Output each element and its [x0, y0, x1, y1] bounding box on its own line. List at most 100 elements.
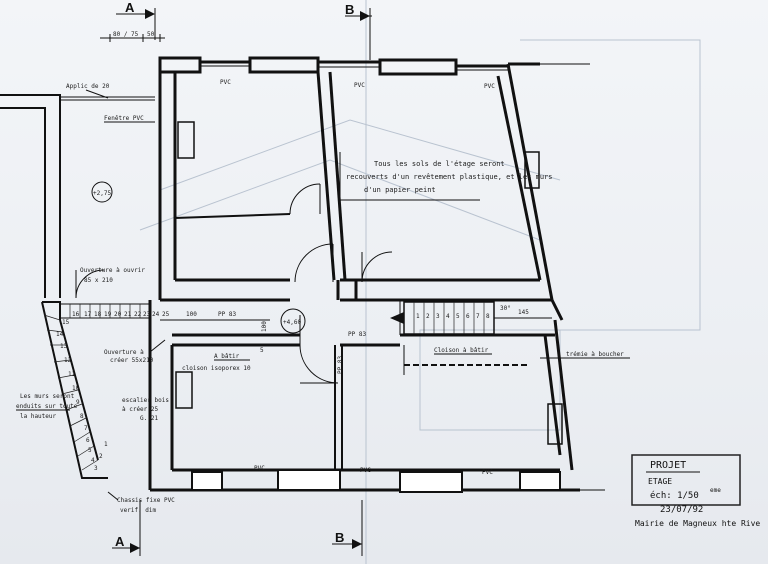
stair-left-step-13: 13	[60, 343, 68, 350]
title-scale: éch: 1/50	[650, 490, 699, 501]
pvc-label-1: PVC	[220, 79, 231, 86]
section-a-bottom: A	[112, 500, 141, 556]
murs-label-2: enduits sur toute	[16, 403, 78, 410]
pp83-label-c: PP 83	[337, 356, 344, 374]
stair-left-step-10: 10	[72, 385, 80, 392]
stair-right-step-5: 5	[456, 313, 460, 320]
title-date: 23/07/92	[660, 505, 703, 515]
title-mairie: Mairie de Magneux hte Rive	[635, 519, 760, 528]
stair-right-step-3: 3	[436, 313, 440, 320]
dim-30: 30°	[500, 305, 511, 312]
stair-right: 1 2 3 4 5 6 7 8 145 30°	[390, 301, 552, 335]
pp83-label-b: PP 83	[348, 331, 366, 338]
pvc-label-2: PVC	[354, 82, 365, 89]
door-swings	[75, 183, 393, 384]
stair-left-step-6: 6	[86, 437, 90, 444]
note-line-1: Tous les sols de l'étage seront	[374, 160, 505, 168]
stair-left-step-2: 2	[99, 453, 103, 460]
stair-left-step-19: 19	[104, 311, 112, 318]
pvc-label-4: PVC	[254, 465, 265, 472]
ouverture-ouvrir-2: 85 x 210	[84, 277, 113, 284]
pvc-label-3: PVC	[484, 83, 495, 90]
escalier-label-2: à créer 25	[122, 406, 159, 413]
section-b-bottom: B	[332, 500, 363, 556]
stair-left-step-22: 22	[134, 311, 142, 318]
fenetre-label: Fenêtre PVC	[104, 115, 144, 122]
stair-left-step-16: 16	[72, 311, 80, 318]
title-scale-sup: eme	[710, 487, 721, 494]
section-a-top: A	[116, 0, 156, 40]
cloison-isoporex-label: cloison isoporex 10	[182, 365, 251, 372]
note-line-2: recouverts d'un revêtement plastique, et…	[346, 173, 553, 181]
left-annex-walls: +2,75 Applic de 20 Fenêtre PVC	[0, 83, 155, 298]
dimension-top-label: 80 / 75	[113, 31, 139, 38]
stair-left-step-21: 21	[124, 311, 132, 318]
stair-right-step-7: 7	[476, 313, 480, 320]
ouverture-ouvrir-1: Ouverture à ouvrir	[80, 267, 145, 274]
escalier-label-1: escalier bois	[122, 397, 169, 404]
stair-left-step-7: 7	[84, 425, 88, 432]
annotation-labels: Ouverture à ouvrir 85 x 210 Ouverture à …	[16, 267, 630, 514]
stair-left-step-18: 18	[94, 311, 102, 318]
tremie-label: trémie à boucher	[566, 351, 624, 358]
stair-left-step-9: 9	[76, 399, 80, 406]
stair-left-step-12: 12	[64, 357, 72, 364]
stair-right-step-1: 1	[416, 313, 420, 320]
stair-left-step-4: 4	[91, 457, 95, 464]
dim-5: 5	[260, 347, 264, 354]
floor-note: Tous les sols de l'étage seront recouver…	[339, 152, 553, 201]
stair-left-step-1: 1	[104, 441, 108, 448]
stair-right-step-2: 2	[426, 313, 430, 320]
note-line-3: d'un papier peint	[364, 186, 436, 194]
stair-left-step-14: 14	[56, 331, 64, 338]
interior-walls	[160, 71, 563, 470]
section-a-bottom-label: A	[115, 534, 125, 549]
title-projet: PROJET	[650, 460, 686, 471]
applic-label: Applic de 20	[66, 83, 110, 90]
title-block: PROJET ETAGE éch: 1/50 eme 23/07/92 Mair…	[631, 454, 760, 528]
murs-label-1: Les murs seront	[20, 393, 75, 400]
pvc-label-6: PVC	[482, 469, 493, 476]
cloison-batir-label: Cloison à bâtir	[434, 347, 489, 354]
stair-right-step-6: 6	[466, 313, 470, 320]
windows: PVC PVC PVC PVC PVC PVC	[220, 79, 495, 476]
dim-145: 145	[518, 309, 529, 316]
ghost-lines	[139, 39, 701, 431]
section-b-top-label: B	[345, 2, 354, 17]
stair-right-step-8: 8	[486, 313, 490, 320]
stair-left-step-20: 20	[114, 311, 122, 318]
chassis-label-1: Chassis fixe PVC	[117, 497, 175, 504]
outer-walls	[148, 56, 605, 493]
central-annotations: +4,60 100 PP 83 100 PP 83 PP 83 5	[160, 308, 366, 374]
stair-left-step-24: 24	[152, 311, 160, 318]
dim-100-a: 100	[186, 311, 197, 318]
section-a-top-label: A	[125, 0, 135, 15]
section-b-bottom-label: B	[335, 530, 344, 545]
stair-left-step-25: 25	[162, 311, 170, 318]
stair-left-step-11: 11	[68, 371, 76, 378]
dimension-top-b-label: 50	[147, 31, 155, 38]
stair-left-step-3: 3	[94, 465, 98, 472]
pvc-label-5: PVC	[360, 467, 371, 474]
level-center: +4,60	[283, 319, 301, 326]
a-batir-label: A bâtir	[214, 353, 240, 360]
title-etage: ETAGE	[648, 477, 672, 486]
escalier-label-3: G. 21	[140, 415, 158, 422]
section-b-top: B	[345, 2, 372, 60]
stair-left-step-15: 15	[62, 319, 70, 326]
dimension-top: 80 / 75 50	[100, 31, 165, 42]
stair-left-step-23: 23	[143, 311, 151, 318]
stair-left-step-5: 5	[88, 447, 92, 454]
level-left: +2,75	[93, 190, 111, 197]
dim-100-b: 100	[261, 321, 268, 332]
pp83-label-a: PP 83	[218, 311, 236, 318]
ouverture-creer-2: créer 55x210	[110, 357, 154, 364]
stair-right-step-4: 4	[446, 313, 450, 320]
stair-left-step-17: 17	[84, 311, 92, 318]
ouverture-creer-1: Ouverture à	[104, 349, 144, 356]
stair-left-step-8: 8	[80, 413, 84, 420]
stair-left: 15 16 17 18 19 20 21 22 23 24 25 14 13 1…	[41, 301, 170, 479]
chassis-label-2: verif. dim	[120, 507, 157, 514]
